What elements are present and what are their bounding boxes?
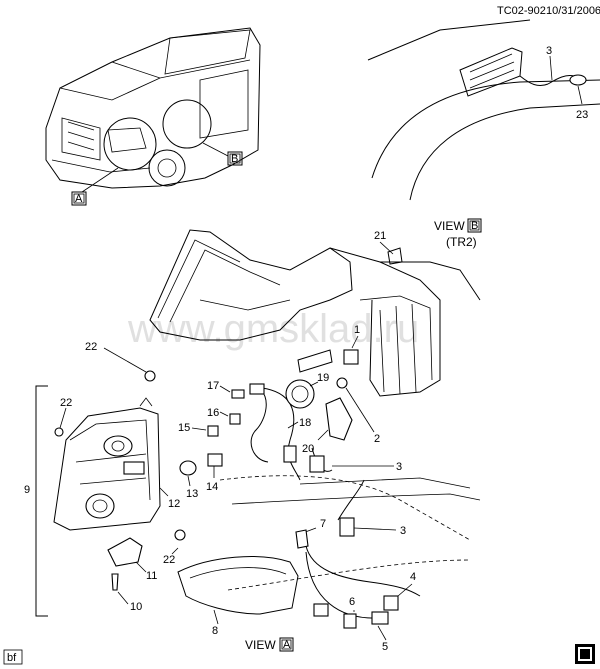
bolt-22-left	[54, 407, 67, 437]
callout-4: 4	[410, 571, 416, 583]
callout-box-a: A	[71, 191, 87, 206]
radiator-support-frame	[149, 229, 481, 397]
headlamp-assembly	[53, 397, 161, 531]
diagram-code: TC02-902	[497, 5, 546, 17]
svg-text:bf: bf	[7, 652, 17, 664]
footer-tag: bf	[3, 649, 23, 665]
seal-19	[285, 379, 319, 409]
vehicle-overview	[45, 27, 261, 193]
view-b-label: VIEW B (TR2)	[434, 218, 482, 249]
view-a-circle	[103, 117, 157, 171]
callout-14: 14	[206, 481, 218, 493]
callout-13: 13	[186, 488, 198, 500]
callout-1: 1	[354, 324, 360, 336]
bulb-16	[219, 411, 241, 425]
callout-22-left: 22	[60, 397, 72, 409]
bumper-outline	[231, 477, 481, 505]
sensor-1	[343, 335, 359, 365]
callout-3-low: 3	[400, 525, 406, 537]
screw-10	[111, 573, 129, 605]
callout-17: 17	[207, 380, 219, 392]
callout-19: 19	[317, 372, 329, 384]
callout-22-top: 22	[85, 341, 97, 353]
svg-text:B: B	[471, 220, 478, 232]
callout-9: 9	[24, 484, 30, 496]
bracket-20	[317, 397, 353, 441]
view-b-circle	[162, 99, 212, 149]
callout-18: 18	[299, 417, 311, 429]
bolt-22-top	[103, 347, 156, 382]
svg-text:(TR2): (TR2)	[446, 235, 477, 249]
svg-text:A: A	[283, 639, 291, 651]
callout-7: 7	[320, 518, 326, 530]
callout-3-mid: 3	[396, 461, 402, 473]
callout-8: 8	[212, 625, 218, 637]
callout-10: 10	[130, 601, 142, 613]
bolt-22-lower	[171, 529, 186, 555]
socket-12	[159, 487, 169, 497]
callout-box-b: B	[227, 151, 243, 166]
bracket-11	[107, 537, 147, 573]
view-a-label: VIEW A	[245, 637, 294, 652]
callout-20: 20	[302, 443, 314, 455]
callout-2: 2	[374, 433, 380, 445]
callout-16: 16	[207, 407, 219, 419]
bulb-17	[219, 385, 245, 399]
bulb-13	[179, 460, 197, 487]
diagram-date: 10/31/2006	[546, 5, 600, 17]
callout-3-top: 3	[546, 45, 552, 57]
callout-15: 15	[178, 422, 190, 434]
callout-22-lower: 22	[163, 554, 175, 566]
svg-text:B: B	[231, 153, 238, 165]
callout-12: 12	[168, 498, 180, 510]
svg-text:VIEW: VIEW	[434, 219, 465, 233]
lower-lamp-8	[177, 556, 299, 625]
bulb-15	[191, 425, 219, 437]
callout-23: 23	[576, 109, 588, 121]
callout-6: 6	[349, 596, 355, 608]
callout-11: 11	[146, 570, 157, 582]
watermark: www.gmsklad.ru	[127, 307, 419, 351]
view-b-illustration	[367, 19, 600, 201]
callout-5: 5	[382, 641, 388, 653]
lower-harness	[219, 447, 471, 641]
gm-logo	[575, 644, 595, 664]
harness-18	[249, 383, 301, 481]
nut-2	[336, 377, 375, 433]
svg-text:VIEW: VIEW	[245, 638, 276, 652]
callout-21: 21	[374, 230, 386, 242]
socket-14	[207, 453, 223, 478]
svg-text:A: A	[75, 193, 83, 205]
